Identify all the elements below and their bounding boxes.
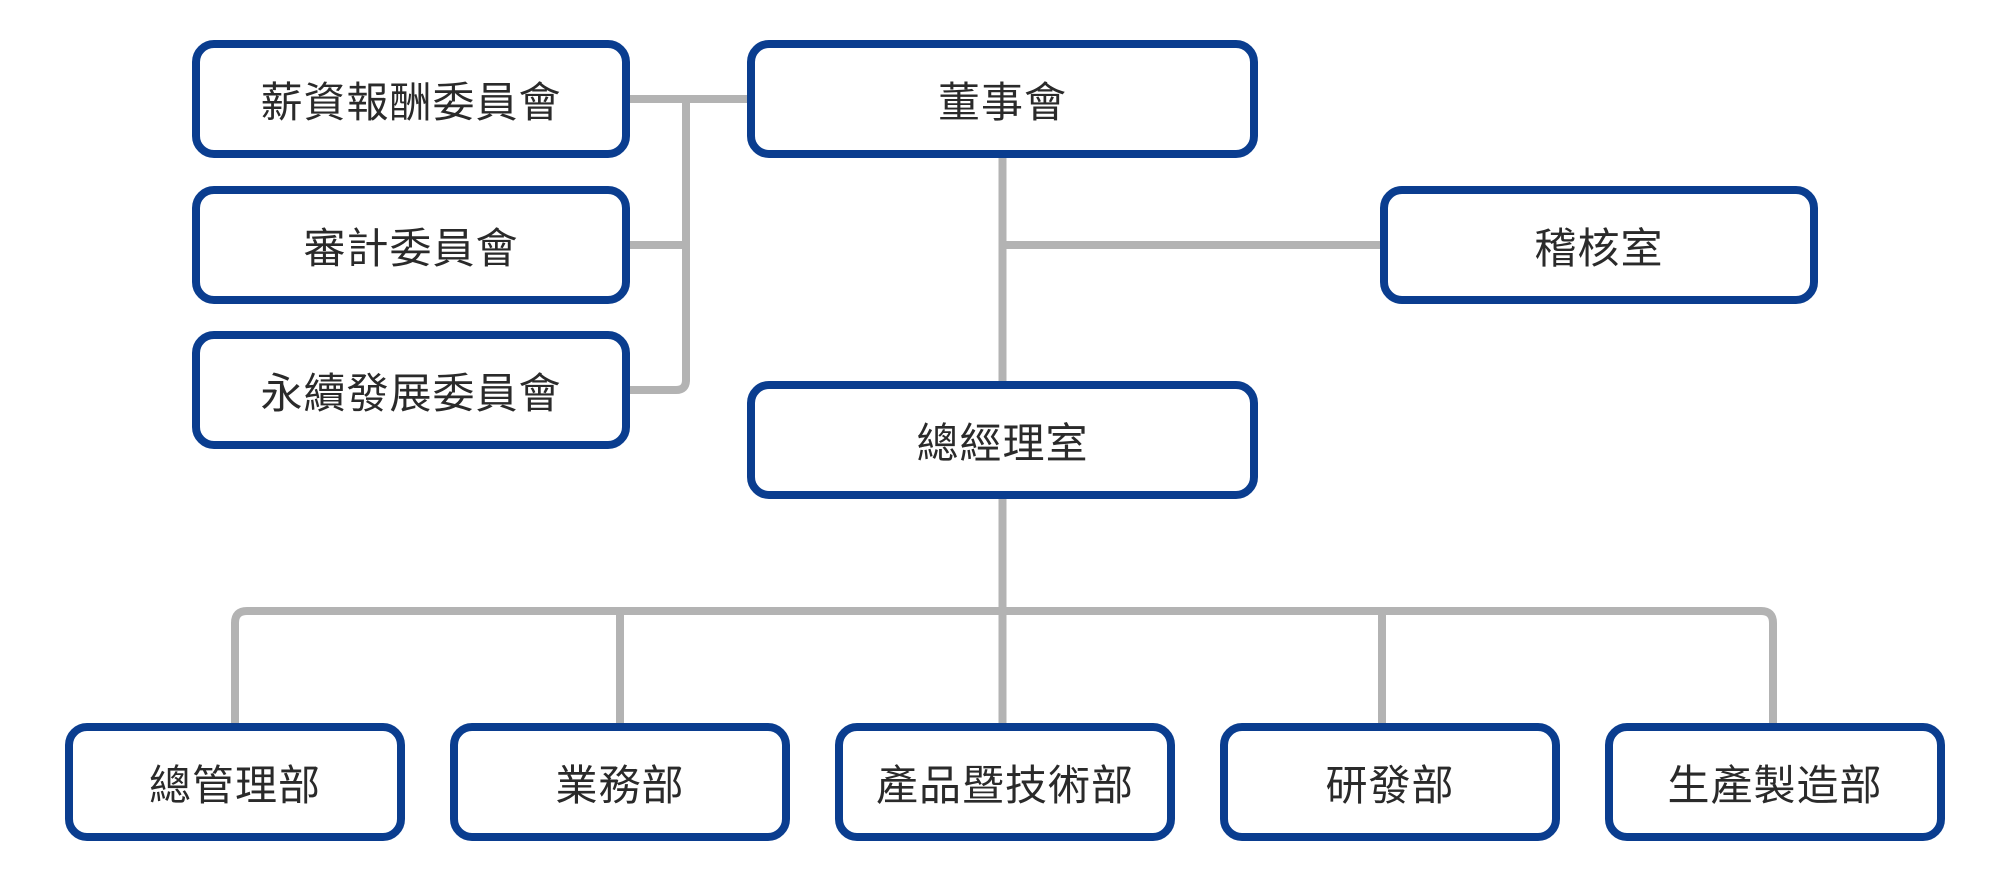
node-label-compensation-committee: 薪資報酬委員會 xyxy=(260,77,562,127)
node-audit-committee: 審計委員會 xyxy=(192,186,630,304)
node-label-admin-dept: 總管理部 xyxy=(148,760,321,810)
node-label-sustainability-committee: 永續發展委員會 xyxy=(260,368,562,418)
connector-lines xyxy=(231,95,1777,727)
node-label-audit-committee: 審計委員會 xyxy=(303,223,519,273)
node-manufacturing-dept: 生產製造部 xyxy=(1605,723,1945,841)
node-product-tech-dept: 產品暨技術部 xyxy=(835,723,1175,841)
node-board: 董事會 xyxy=(747,40,1258,158)
node-sales-dept: 業務部 xyxy=(450,723,790,841)
connector-board-sustainability-committee xyxy=(626,95,690,394)
node-rd-dept: 研發部 xyxy=(1220,723,1560,841)
node-label-board: 董事會 xyxy=(937,77,1067,127)
node-label-rd-dept: 研發部 xyxy=(1325,760,1455,810)
node-gm-office: 總經理室 xyxy=(747,381,1258,499)
node-label-manufacturing-dept: 生產製造部 xyxy=(1667,760,1883,810)
node-label-product-tech-dept: 產品暨技術部 xyxy=(875,760,1134,810)
node-label-sales-dept: 業務部 xyxy=(555,760,685,810)
node-audit-office: 稽核室 xyxy=(1380,186,1818,304)
node-label-gm-office: 總經理室 xyxy=(916,418,1089,468)
node-admin-dept: 總管理部 xyxy=(65,723,405,841)
node-compensation-committee: 薪資報酬委員會 xyxy=(192,40,630,158)
node-label-audit-office: 稽核室 xyxy=(1534,223,1664,273)
node-sustainability-committee: 永續發展委員會 xyxy=(192,331,630,449)
